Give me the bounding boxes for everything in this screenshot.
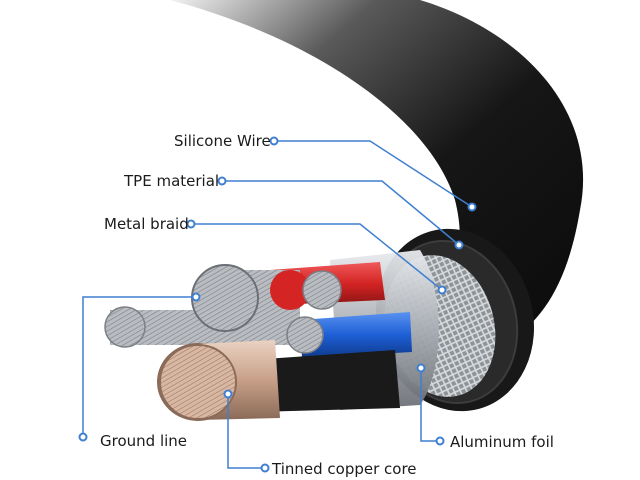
tinned-copper-core-face bbox=[159, 344, 237, 420]
tpe-material-leader bbox=[222, 180, 460, 246]
label-silicone-wire: Silicone Wire bbox=[174, 132, 271, 150]
aluminum-foil-leader bbox=[420, 368, 440, 442]
braid-bundle-end bbox=[191, 264, 259, 332]
blue-wire bbox=[300, 312, 412, 358]
red-wire-end bbox=[270, 270, 310, 310]
silicone-wire-dot-start bbox=[269, 136, 279, 146]
silicone-wire-dot-end bbox=[467, 202, 477, 212]
black-wire bbox=[250, 350, 400, 412]
label-ground-line: Ground line bbox=[100, 432, 187, 450]
ground-line-dot-end bbox=[191, 292, 201, 302]
label-aluminum-foil: Aluminum foil bbox=[450, 433, 554, 451]
tinned-copper-core-dot-start bbox=[223, 389, 233, 399]
metal-braid-leader bbox=[191, 223, 443, 291]
ground-line-leader bbox=[82, 296, 196, 437]
metal-braid-dot-start bbox=[186, 219, 196, 229]
tpe-material-dot-end bbox=[454, 240, 464, 250]
label-metal-braid: Metal braid bbox=[104, 215, 189, 233]
label-tpe-material: TPE material bbox=[123, 172, 219, 190]
red-core-end bbox=[302, 270, 342, 310]
silicone-wire-leader bbox=[274, 140, 473, 208]
leader-lines bbox=[82, 140, 473, 469]
metal-braid-dot-end bbox=[437, 285, 447, 295]
tinned-copper-core-leader bbox=[227, 394, 265, 469]
aluminum-foil-dot-end bbox=[435, 436, 445, 446]
leader-dots bbox=[78, 136, 477, 473]
ground-line-dot-start bbox=[78, 432, 88, 442]
aluminum-foil-dot-start bbox=[416, 363, 426, 373]
label-tinned-copper-core: Tinned copper core bbox=[271, 460, 417, 478]
tpe-material-dot-start bbox=[217, 176, 227, 186]
blue-core-end bbox=[286, 316, 324, 354]
tinned-copper-core-dot-end bbox=[260, 463, 270, 473]
ground-line-end bbox=[104, 306, 146, 348]
